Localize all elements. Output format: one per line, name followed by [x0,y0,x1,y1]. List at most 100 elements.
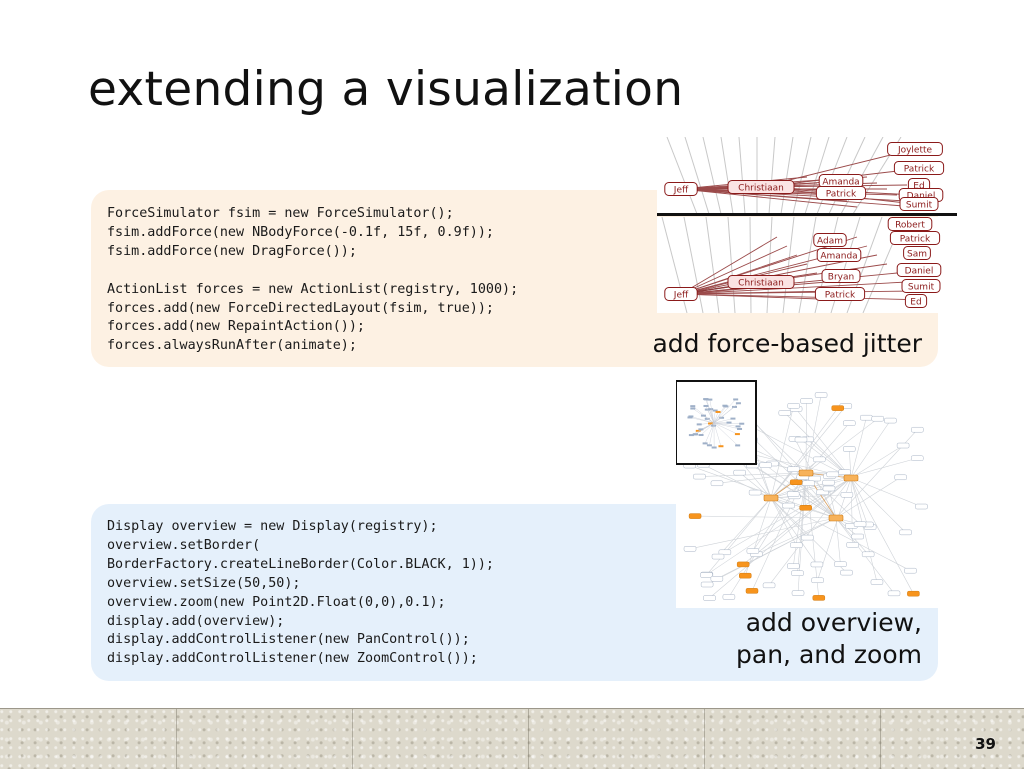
code-line: forces.add(new RepaintAction()); [107,318,518,337]
overview-graph-node [788,403,800,408]
graph-node: Jeff [665,288,697,301]
overview-graph-node [701,573,713,578]
footer-divider [352,709,353,769]
overview-inset-node [727,422,732,424]
graph-node-label: Christiaan [738,184,784,194]
overview-graph-node [839,470,851,475]
graph-edge [851,421,890,478]
overview-inset[interactable] [676,381,756,464]
code-line: overview.setBorder( [107,537,494,556]
graph-node-label: Patrick [900,235,931,245]
graph-node: Adam [814,234,846,247]
overview-graph-node [790,480,802,485]
overview-graph-node [884,418,896,423]
graph-node: Christiaan [728,181,794,194]
overview-inset-node [697,423,702,425]
overview-graph-svg[interactable] [676,378,938,608]
overview-graph-node [779,410,791,415]
caption-line: add force-based jitter [652,328,922,360]
code-line [107,262,518,281]
graph-edge [769,137,775,214]
code-line: overview.setSize(50,50); [107,575,494,594]
overview-graph-node [711,576,723,581]
overview-graph-node [843,421,855,426]
overview-inset-node [707,444,712,446]
overview-graph-node [703,596,715,601]
overview-graph-node [712,554,724,559]
graph-edge [681,189,917,207]
overview-graph-node [815,393,827,398]
overview-graph-node [832,406,844,411]
overview-code-block: Display overview = new Display(registry)… [107,518,494,669]
overview-inset-node [736,425,741,427]
graph-node: Daniel [897,264,941,277]
overview-graph-node [854,522,866,527]
graph-node: Patrick [894,162,943,175]
graph-edge [695,516,836,518]
caption-line: add overview, [736,607,922,639]
overview-graph-node [900,530,912,535]
code-line: ForceSimulator fsim = new ForceSimulator… [107,205,518,224]
graph-edge [721,137,733,214]
code-line: fsim.addForce(new NBodyForce(-0.1f, 15f,… [107,224,518,243]
overview-graph-node [787,564,799,569]
code-line: forces.alwaysRunAfter(animate); [107,337,518,356]
overview-graph-node [693,474,705,479]
footer-divider [176,709,177,769]
footer-divider [528,709,529,769]
graph-node-label: Joylette [897,146,933,156]
overview-inset-node [716,411,721,413]
slide-title: extending a visualization [88,62,683,117]
overview-graph-node [813,595,825,600]
code-line: ActionList forces = new ActionList(regis… [107,281,518,300]
code-line: display.addControlListener(new PanContro… [107,631,494,650]
graph-node: Sam [904,247,931,260]
overview-graph-node [760,463,772,468]
overview-inset-node [687,416,692,418]
graph-node: Patrick [815,288,864,301]
overview-graph-node [911,456,923,461]
overview-inset-node [735,444,740,446]
overview-graph-node [847,542,859,547]
graph-node-label: Sumit [908,283,935,293]
graph-edge [667,137,697,214]
graph-node: Sumit [900,198,938,211]
graph-node: Ed [905,295,926,308]
graph-edge [851,478,867,524]
overview-graph-node [827,472,839,477]
overview-graph-node [739,573,751,578]
overview-graph-node [915,504,927,509]
graph-node: Jeff [665,183,697,196]
overview-graph-node [843,446,855,451]
graph-edge [750,217,751,313]
overview-inset-node [701,415,706,417]
overview-graph-node [888,591,900,596]
overview-graph-node [872,416,884,421]
overview-graph-node [749,490,761,495]
slide-footer: 39 [0,708,1024,769]
graph-node: Joylette [888,143,943,156]
overview-graph-hub [829,515,843,521]
graph-edge [681,294,927,300]
graph-edge [739,137,745,214]
graph-node-label: Patrick [825,291,856,301]
overview-inset-node [699,434,704,436]
graph-node: Sumit [902,280,940,293]
overview-inset-node [712,447,717,449]
graph-node-label: Bryan [828,273,854,283]
graph-node-label: Sumit [906,201,933,211]
overview-graph-node [812,578,824,583]
code-line: BorderFactory.createLineBorder(Color.BLA… [107,556,494,575]
caption-line: pan, and zoom [736,639,922,671]
overview-graph-node [792,591,804,596]
overview-graph-hub [799,470,813,476]
code-line: display.addControlListener(new ZoomContr… [107,650,494,669]
overview-graph[interactable] [676,378,938,608]
overview-caption: add overview,pan, and zoom [736,607,922,671]
graph-node: Amanda [817,249,861,262]
graph-node-label: Jeff [673,186,689,196]
overview-graph-node [860,415,872,420]
overview-graph-node [811,562,823,567]
overview-inset-node [707,399,712,401]
